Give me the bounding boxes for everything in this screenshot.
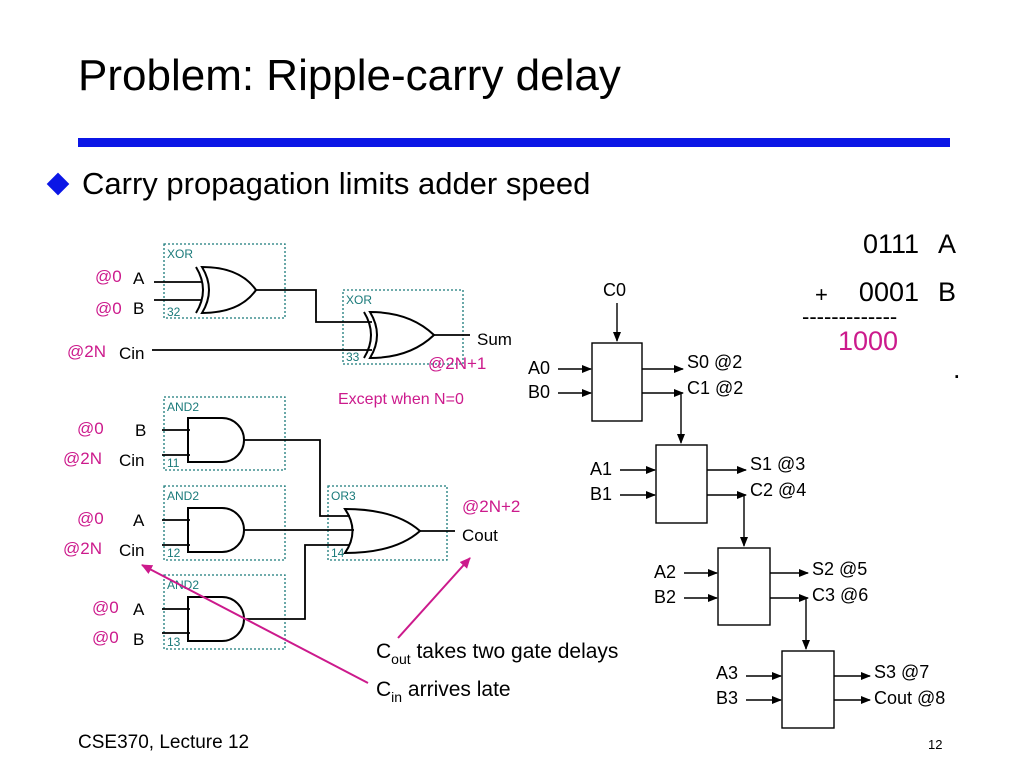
stage2-sum: S2 @5 [812,559,867,579]
fa1-block [655,444,708,524]
and3-box [163,574,286,650]
fa0-block [591,342,643,422]
plus-sign: + [815,282,828,307]
sum-dashes: ------------- [802,304,897,329]
sum-timing: @2N+1 [428,354,486,373]
stage1-carry: C2 @4 [750,480,806,500]
bullet-item: Carry propagation limits adder speed [44,162,590,206]
operand-b-label: B [938,277,956,307]
operand-a-value: 0111 [863,229,919,259]
operand-b-value: 0001 [859,277,919,307]
cout-label: Cout [462,526,498,545]
xor1-number: 32 [167,305,181,319]
and1-gate-icon [187,417,245,463]
xor2-box [342,289,464,365]
and1-number: 11 [167,456,180,470]
or3-box [327,485,448,561]
and1-in1-label: B [135,421,146,440]
stage3-sum: S3 @7 [874,662,929,682]
stage1-sum: S1 @3 [750,454,805,474]
xor1-box [163,243,286,319]
and1-label: AND2 [167,400,199,414]
fa2-block [717,547,771,626]
and2-in2-label: Cin [119,541,145,560]
xor1-gate-icon [195,265,258,315]
stage0-carry: C1 @2 [687,378,743,398]
stage0-sum: S0 @2 [687,352,742,372]
title-underline [78,138,950,147]
xor-b-label: B [133,299,144,318]
or3-gate-icon [343,507,422,555]
xor1-label: XOR [167,247,193,261]
and2-label: AND2 [167,489,199,503]
xor-cin-label: Cin [119,344,145,363]
and2-gate-icon [187,507,245,553]
bullet-text: Carry propagation limits adder speed [82,166,591,201]
xor-a-timing: @0 [95,267,122,286]
and1-box [163,396,286,471]
sum-label: Sum [477,330,512,349]
and3-in2-label: B [133,630,144,649]
operand-a-label: A [938,229,956,259]
stage0-b: B0 [528,382,550,402]
slide-title: Problem: Ripple-carry delay [78,51,621,100]
trailing-dot: . [953,354,961,384]
stage2-a: A2 [654,562,676,582]
stage3-b: B3 [716,688,738,708]
and3-number: 13 [167,635,181,649]
cout-note: Cout takes two gate delays [376,640,618,667]
xor2-number: 33 [346,350,360,364]
and1-in2-timing: @2N [63,449,102,468]
stage2-carry: C3 @6 [812,585,868,605]
xor-a-label: A [133,269,145,288]
xor2-label: XOR [346,293,372,307]
and2-box [163,485,286,561]
and3-gate-icon [187,596,245,642]
stage2-b: B2 [654,587,676,607]
and2-in1-label: A [133,511,145,530]
stage0-a: A0 [528,358,550,378]
and2-number: 12 [167,546,181,560]
or3-number: 14 [331,546,345,560]
stage1-a: A1 [590,459,612,479]
cout-timing: @2N+2 [462,497,520,516]
or3-label: OR3 [331,489,356,503]
c0-label: C0 [603,280,626,300]
except-note: Except when N=0 [338,391,464,408]
and3-in2-timing: @0 [92,628,119,647]
sum-result: 1000 [838,326,898,356]
xor-cin-timing: @2N [67,342,106,361]
page-number: 12 [928,737,943,752]
fa3-block [781,650,835,729]
and2-in1-timing: @0 [77,509,104,528]
xor2-gate-icon [363,310,436,360]
and2-in2-timing: @2N [63,539,102,558]
wires [152,281,470,634]
footer-course: CSE370, Lecture 12 [78,732,250,753]
and1-in2-label: Cin [119,451,145,470]
and1-in1-timing: @0 [77,419,104,438]
stage1-b: B1 [590,484,612,504]
stage3-carry: Cout @8 [874,688,945,708]
ripple-blocks [591,342,835,729]
xor-b-timing: @0 [95,299,122,318]
stage3-a: A3 [716,663,738,683]
cin-late-arrow [141,564,369,684]
cout-delay-arrow [397,557,471,639]
cin-note: Cin arrives late [376,678,511,705]
and3-in1-timing: @0 [92,598,119,617]
and3-in1-label: A [133,600,145,619]
